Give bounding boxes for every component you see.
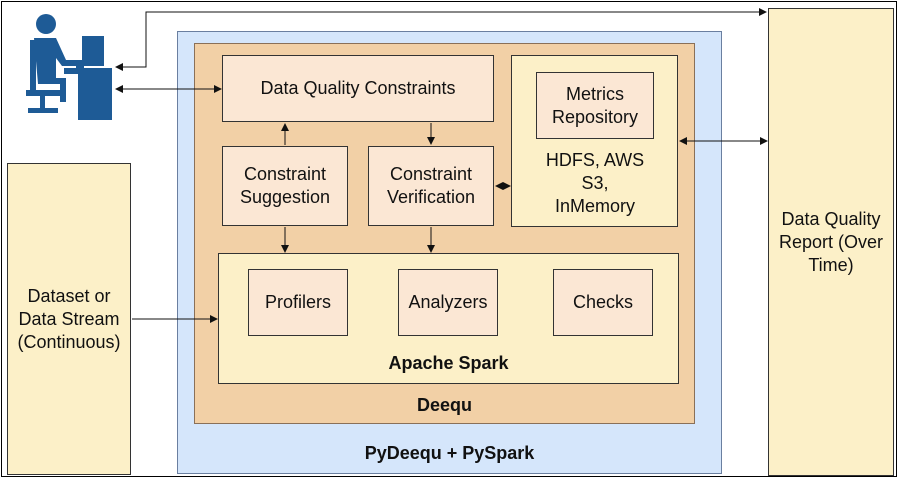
profilers-box: Profilers <box>248 269 348 336</box>
pydeequ-label: PyDeequ + PySpark <box>364 443 535 463</box>
verification-label: Constraint Verification <box>386 164 476 207</box>
user-at-computer-icon <box>26 14 112 120</box>
analyzers-label: Analyzers <box>408 292 488 312</box>
spark-label: Apache Spark <box>388 353 509 373</box>
metrics-repository-box: Metrics Repository <box>536 72 654 139</box>
report-label: Data Quality Report (Over Time) <box>778 208 884 275</box>
constraints-label: Data Quality Constraints <box>260 78 456 98</box>
storage-label: HDFS, AWS S3, InMemory <box>545 150 645 216</box>
verification-box: Constraint Verification <box>368 146 494 226</box>
analyzers-box: Analyzers <box>398 269 498 336</box>
dataset-box: Dataset or Data Stream (Continuous) <box>7 163 131 475</box>
report-box: Data Quality Report (Over Time) <box>768 8 894 476</box>
dataset-label: Dataset or Data Stream (Continuous) <box>17 285 121 352</box>
suggestion-label: Constraint Suggestion <box>239 164 331 207</box>
user-report-arrow <box>115 8 767 71</box>
checks-box: Checks <box>553 269 653 336</box>
metrics-label: Metrics Repository <box>551 83 639 127</box>
checks-label: Checks <box>572 292 634 312</box>
deequ-label: Deequ <box>416 395 472 415</box>
suggestion-box: Constraint Suggestion <box>222 146 348 226</box>
profilers-label: Profilers <box>264 292 331 312</box>
